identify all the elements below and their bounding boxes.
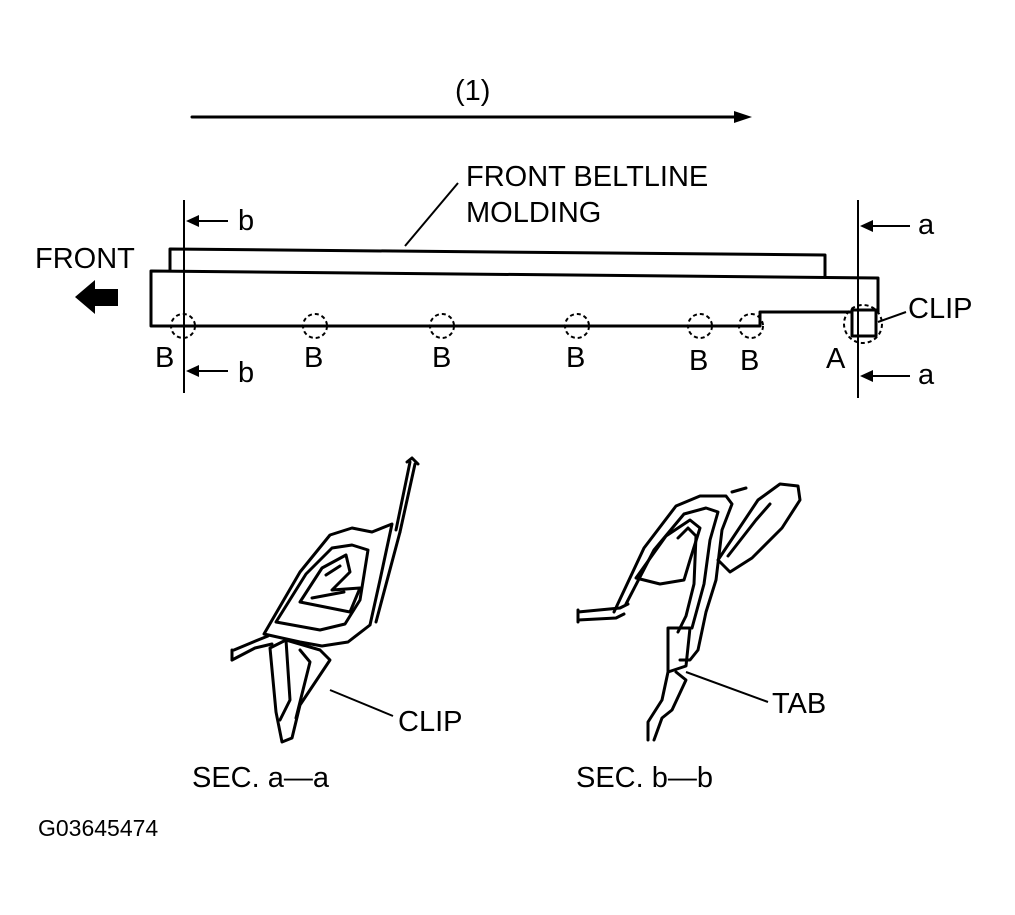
clip-point-a: [843, 304, 883, 344]
clip-point-b: [738, 313, 764, 339]
clip-point-b: [170, 313, 196, 339]
part-name-line1: FRONT BELTLINE: [466, 161, 708, 193]
clip-points-b: [170, 313, 764, 339]
b-label: B: [566, 342, 585, 374]
a-label: A: [826, 343, 846, 375]
section-a-top-label: a: [918, 209, 935, 241]
front-label: FRONT: [35, 243, 135, 275]
clip-section-label: CLIP: [398, 706, 462, 738]
tab-leader: [685, 671, 769, 703]
section-b-top-label: b: [238, 205, 254, 237]
section-line-b: [183, 200, 228, 393]
sec-bb-label: SEC. b—b: [576, 762, 713, 794]
clip-point-b: [564, 313, 590, 339]
sec-aa-label: SEC. a—a: [192, 762, 330, 794]
part-name-leader: [404, 182, 459, 247]
figure-code: G03645474: [38, 815, 158, 841]
dimension-1-arrow: [190, 111, 752, 123]
tab-label: TAB: [772, 688, 826, 720]
clip-point-b: [687, 313, 713, 339]
clip-point-b: [302, 313, 328, 339]
part-name-line2: MOLDING: [466, 197, 601, 229]
b-label: B: [155, 342, 174, 374]
clip-point-b: [429, 313, 455, 339]
dimension-label: (1): [455, 75, 490, 107]
b-label: B: [432, 342, 451, 374]
molding-side-view: [149, 247, 880, 338]
clip-top-label: CLIP: [908, 293, 972, 325]
b-label: B: [304, 342, 323, 374]
section-b-bottom-label: b: [238, 357, 254, 389]
clip-top-leader: [877, 311, 907, 323]
clip-a-block: [850, 308, 878, 338]
front-arrow-icon: [75, 280, 118, 314]
b-label: B: [689, 345, 708, 377]
section-bb-drawing: [576, 482, 802, 742]
clip-section-leader: [329, 689, 394, 717]
section-a-bottom-label: a: [918, 359, 935, 391]
section-aa-drawing: [230, 456, 420, 744]
section-line-a: [857, 200, 910, 398]
b-label: B: [740, 345, 759, 377]
